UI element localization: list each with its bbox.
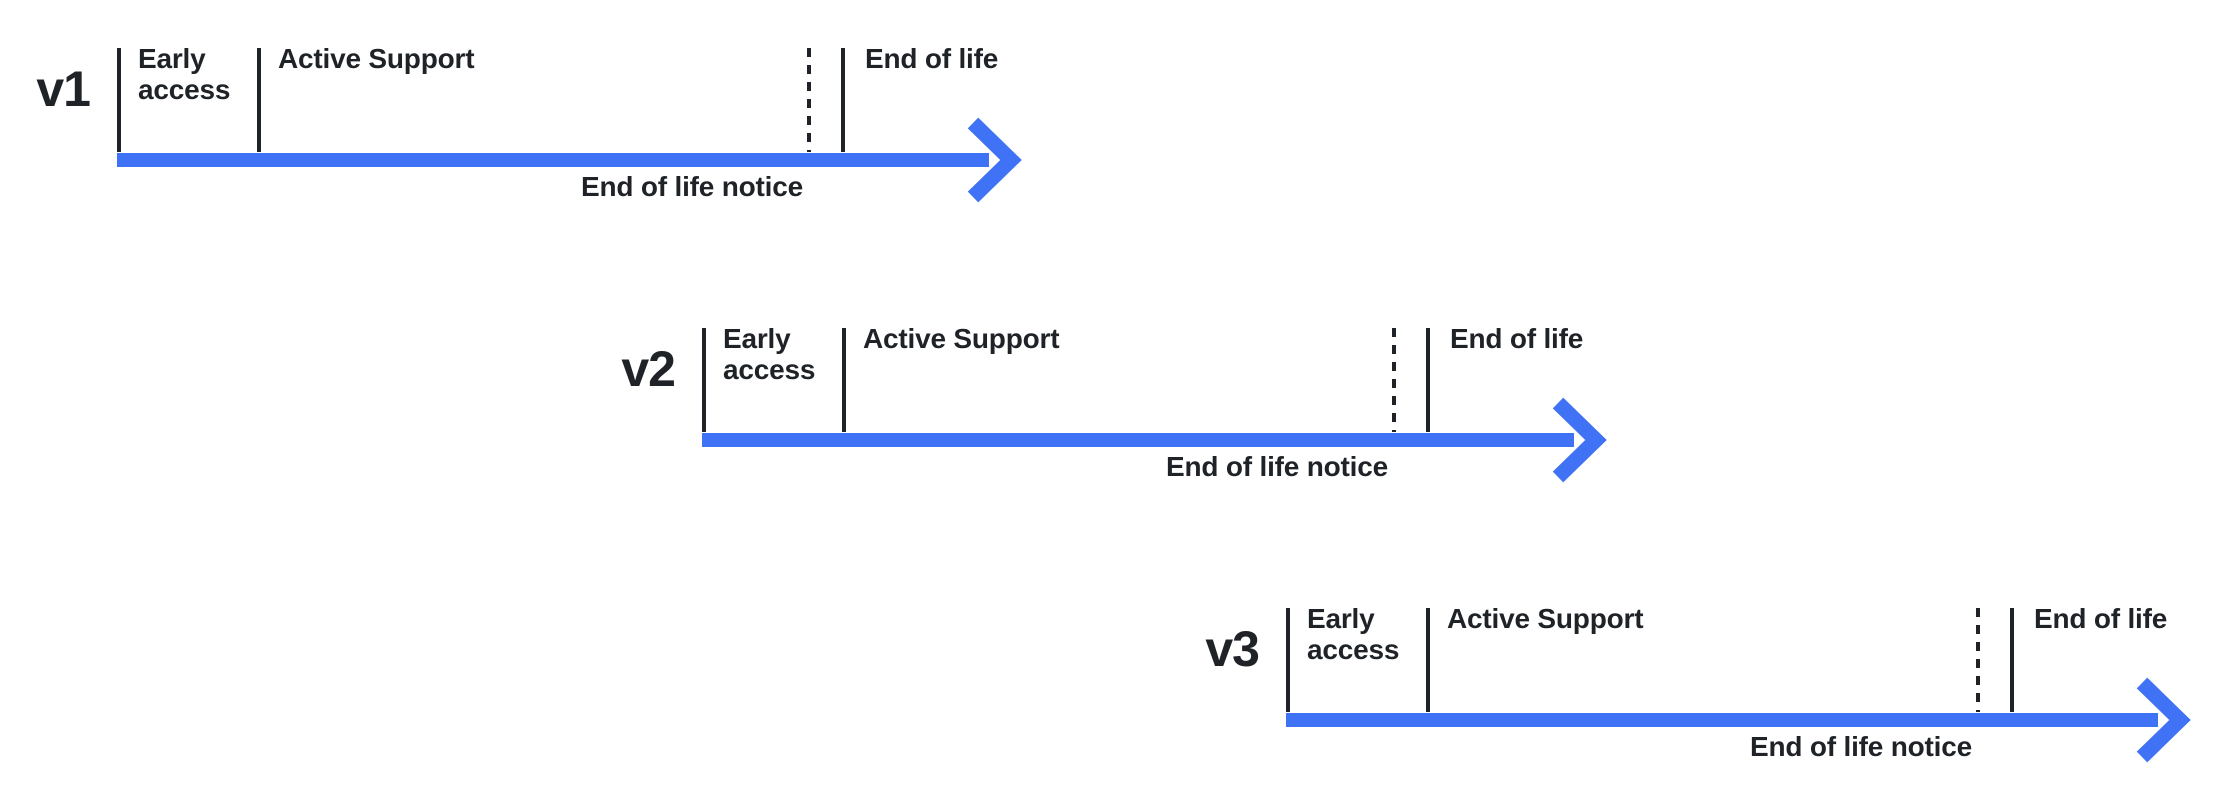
timeline-v2: v2 Early access Active Support End of li… (621, 323, 1662, 558)
version-label: v2 (621, 341, 676, 397)
end-of-life-label: End of life (865, 43, 999, 74)
end-of-life-label: End of life (1450, 323, 1584, 354)
end-of-life-notice-label: End of life notice (581, 171, 803, 202)
early-access-label: Early access (1307, 603, 1400, 665)
end-of-life-tick (1426, 328, 1430, 432)
version-label: v3 (1205, 621, 1260, 677)
active-support-label: Active Support (278, 43, 475, 74)
timeline-arrow-icon (117, 117, 1022, 203)
end-of-life-label: End of life (2034, 603, 2168, 634)
active-support-label: Active Support (863, 323, 1060, 354)
end-of-life-tick (841, 48, 845, 152)
timeline-arrow-icon (1286, 677, 2191, 763)
early-access-start-tick (702, 328, 706, 432)
active-support-label: Active Support (1447, 603, 1644, 634)
end-of-life-notice-dashed-line (1392, 328, 1396, 432)
early-access-start-tick (1286, 608, 1290, 712)
end-of-life-notice-label: End of life notice (1166, 451, 1388, 482)
end-of-life-notice-dashed-line (1976, 608, 1980, 712)
end-of-life-notice-label: End of life notice (1750, 731, 1972, 762)
timeline-arrow-icon (702, 397, 1607, 483)
active-support-start-tick (1426, 608, 1430, 712)
active-support-start-tick (842, 328, 846, 432)
timeline-v1: v1 Early access Active Support End of li… (36, 43, 1077, 278)
timeline-v3: v3 Early access Active Support End of li… (1205, 603, 2228, 812)
early-access-start-tick (117, 48, 121, 152)
early-access-label: Early access (723, 323, 816, 385)
end-of-life-notice-dashed-line (807, 48, 811, 152)
version-label: v1 (36, 61, 91, 117)
early-access-label: Early access (138, 43, 231, 105)
end-of-life-tick (2010, 608, 2014, 712)
active-support-start-tick (257, 48, 261, 152)
